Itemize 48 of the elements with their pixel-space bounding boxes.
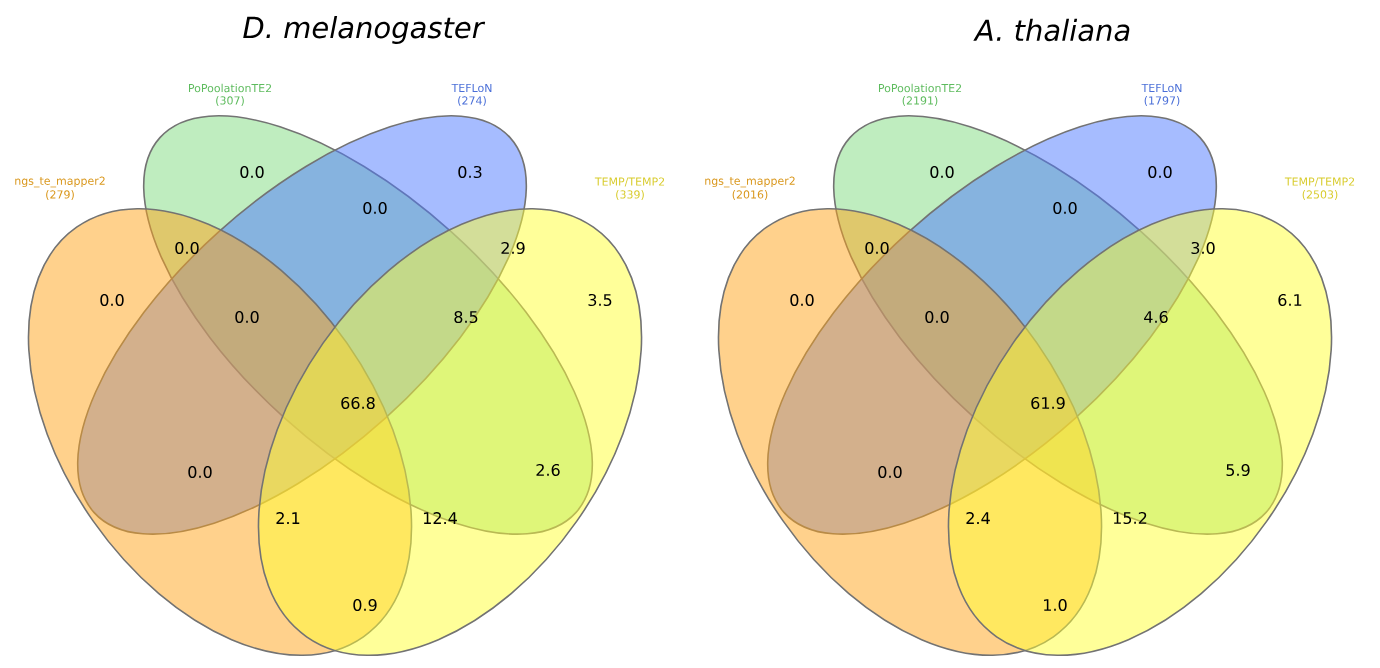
set-label: (274) [458, 96, 486, 106]
region-value: 0.0 [1053, 201, 1077, 215]
set-label: TEMP/TEMP2 [1284, 177, 1355, 187]
region-value: 0.0 [790, 293, 814, 307]
region-value: 0.0 [930, 165, 954, 179]
region-value: 3.5 [588, 293, 612, 307]
set-label: TEFLoN [1141, 83, 1182, 93]
region-value: 0.0 [363, 201, 387, 215]
set-label: ngs_te_mapper2 [15, 176, 105, 188]
set-label: (307) [216, 96, 244, 106]
region-value: 0.0 [925, 310, 949, 324]
region-value: 0.3 [458, 165, 482, 179]
region-value: 8.5 [454, 310, 478, 324]
region-value: 0.0 [188, 465, 212, 479]
panel-title: D. melanogaster [243, 15, 486, 45]
set-label: TEMP/TEMP2 [594, 177, 665, 187]
region-value: 12.4 [423, 512, 457, 524]
region-value: 6.1 [1278, 293, 1302, 307]
set-label: PoPoolationTE2 [189, 83, 272, 93]
region-value: 15.2 [1113, 511, 1147, 525]
region-value: 0.0 [240, 165, 264, 179]
set-label: (279) [46, 190, 74, 200]
region-value: 0.0 [1148, 165, 1172, 179]
region-value: 0.0 [175, 241, 199, 255]
region-value: 2.6 [536, 463, 560, 477]
region-value: 0.0 [100, 293, 124, 307]
set-label: (2016) [732, 190, 768, 200]
set-label: TEFLoN [451, 83, 492, 93]
set-label: ngs_te_mapper2 [705, 176, 795, 188]
set-label: (2503) [1302, 190, 1338, 200]
region-value: 0.9 [353, 598, 377, 612]
region-value: 1.0 [1044, 598, 1067, 612]
set-label: (339) [616, 190, 644, 200]
region-value: 5.9 [1226, 463, 1250, 477]
panel-title: A. thaliana [973, 18, 1130, 42]
region-value: 61.9 [1031, 396, 1065, 410]
region-value: 2.4 [966, 512, 990, 524]
region-value: 0.0 [235, 310, 259, 324]
region-value: 0.0 [878, 465, 902, 479]
region-value: 3.0 [1191, 241, 1215, 255]
region-value: 2.9 [501, 241, 525, 255]
set-label: PoPoolationTE2 [879, 83, 962, 93]
region-value: 4.6 [1144, 310, 1168, 324]
region-value: 0.0 [865, 241, 889, 255]
region-value: 66.8 [341, 396, 375, 410]
set-label: (1797) [1144, 96, 1180, 106]
set-label: (2191) [902, 96, 938, 106]
region-value: 2.1 [276, 512, 300, 524]
